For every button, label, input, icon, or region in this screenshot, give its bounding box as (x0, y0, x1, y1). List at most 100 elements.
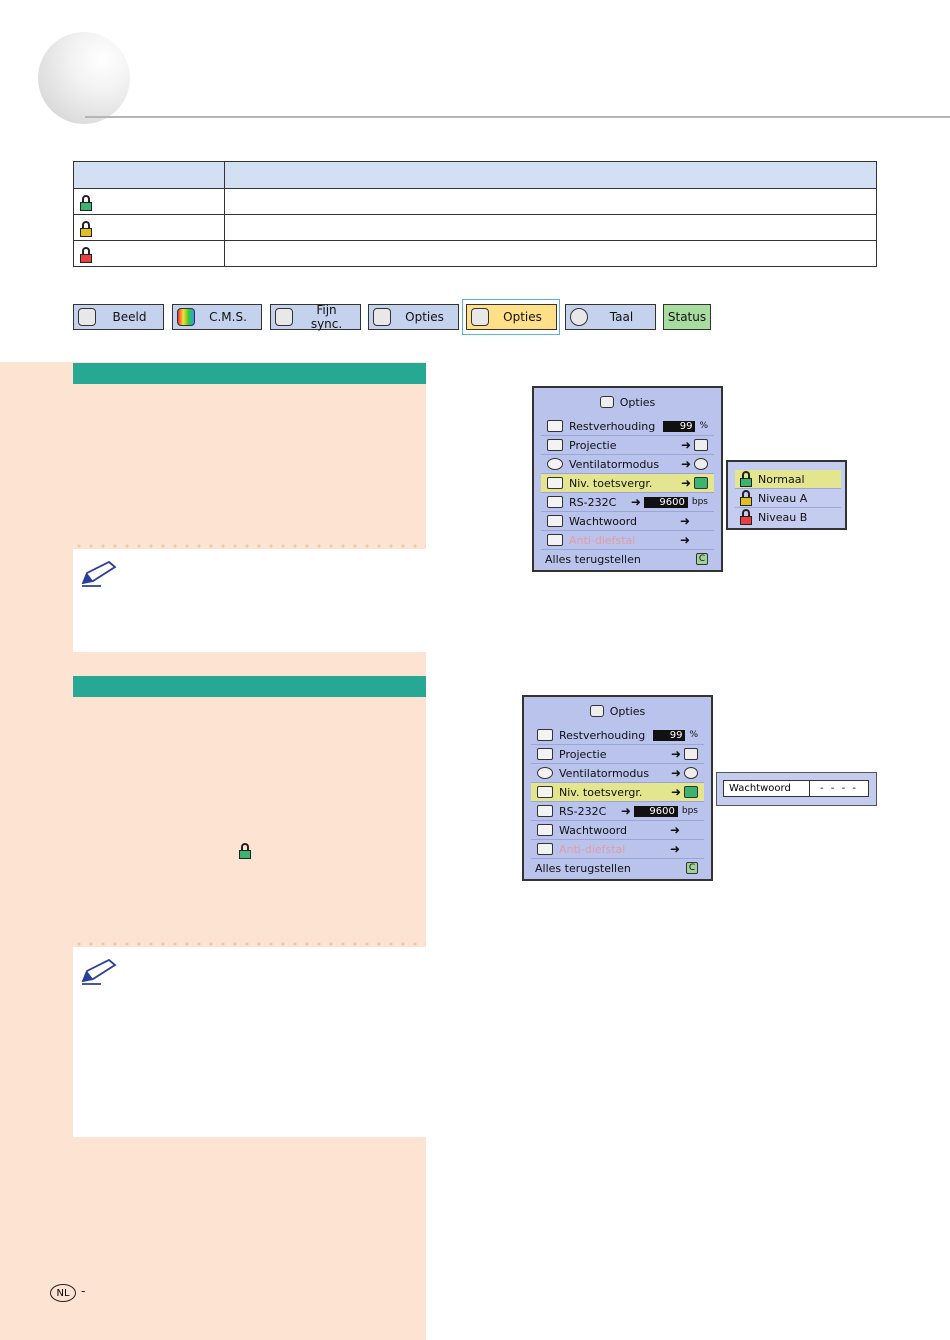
tab-status[interactable]: Status (663, 304, 711, 330)
section-bar-1 (73, 363, 426, 384)
osd-item-wachtwoord[interactable]: Wachtwoord ➜ (531, 821, 704, 840)
table-header-row (73, 161, 877, 189)
password-field[interactable]: Wachtwoord - - - - (723, 780, 869, 797)
projection-icon (537, 748, 553, 760)
arrow-right-icon: ➜ (630, 495, 641, 509)
osd-item-niv-toetsvergr[interactable]: Niv. toetsvergr. ➜ (531, 783, 704, 802)
lock-green-icon (694, 477, 708, 489)
tab-label: Opties (405, 310, 444, 324)
table-row (73, 214, 877, 241)
tab-cms[interactable]: C.M.S. (172, 304, 262, 330)
osd-item-anti-diefstal: Anti-diefstal ➜ (531, 840, 704, 859)
tab-opties[interactable]: Opties (368, 304, 459, 330)
timer-icon (537, 729, 553, 741)
projection-mode-icon (694, 439, 708, 451)
password-value: - - - - (820, 783, 858, 794)
arrow-right-icon: ➜ (669, 823, 680, 837)
monitor-icon (78, 308, 96, 326)
arrow-right-icon: ➜ (680, 476, 691, 490)
note-box-2 (73, 947, 426, 1137)
arrow-right-icon: ➜ (670, 785, 681, 799)
osd-item-restverhouding[interactable]: Restverhouding 99 % (541, 417, 714, 436)
header-rule (85, 116, 950, 118)
arrow-right-icon: ➜ (669, 842, 680, 856)
fan-mode-icon (684, 767, 698, 779)
tab-label: Fijn sync. (310, 303, 343, 331)
lock-green-icon (239, 843, 251, 859)
osd-title: Opties (534, 394, 721, 410)
language-badge: NL (50, 1284, 76, 1302)
osd-item-rs232c[interactable]: RS-232C ➜ 9600 bps (541, 493, 714, 512)
osd-item-list: Restverhouding 99 % Projectie ➜ Ventilat… (541, 417, 714, 568)
section-bar-2 (73, 676, 426, 697)
popup-option-niveau-a[interactable]: Niveau A (735, 489, 841, 508)
tab-label: Taal (609, 310, 634, 324)
active-tab-frame (462, 299, 560, 335)
speech-bubble-icon (570, 308, 588, 326)
pencil-note-icon (81, 560, 117, 587)
osd-item-ventilatormodus[interactable]: Ventilatormodus ➜ (541, 455, 714, 474)
dotted-divider (73, 543, 426, 549)
password-label: Wachtwoord (724, 781, 810, 796)
lock-level-popup: Normaal Niveau A Niveau B (726, 460, 847, 530)
osd-options-menu-2: Opties Restverhouding 99 % Projectie ➜ V… (522, 695, 713, 881)
value-box: 99 (663, 420, 696, 432)
table-row (73, 240, 877, 267)
c-button-icon: C (696, 553, 708, 565)
tab-taal[interactable]: Taal (565, 304, 656, 330)
arrow-right-icon: ➜ (680, 438, 691, 452)
tab-label: C.M.S. (209, 310, 247, 324)
key-icon (547, 515, 563, 527)
lock-level-table (73, 161, 877, 267)
waveform-icon (275, 308, 293, 326)
osd-item-list: Restverhouding 99 % Projectie ➜ Ventilat… (531, 726, 704, 877)
lock-green-icon (80, 194, 92, 211)
tab-label: Opties (503, 310, 542, 324)
arrow-right-icon: ➜ (679, 533, 690, 547)
osd-item-restverhouding[interactable]: Restverhouding 99 % (531, 726, 704, 745)
tab-beeld[interactable]: Beeld (73, 304, 164, 330)
arrow-right-icon: ➜ (670, 747, 681, 761)
options-box-icon (471, 308, 489, 326)
left-content-column (0, 362, 426, 1340)
options-box-icon (599, 396, 614, 408)
osd-item-rs232c[interactable]: RS-232C ➜ 9600 bps (531, 802, 704, 821)
osd-item-projectie[interactable]: Projectie ➜ (541, 436, 714, 455)
osd-item-niv-toetsvergr[interactable]: Niv. toetsvergr. ➜ (541, 474, 714, 493)
projection-mode-icon (684, 748, 698, 760)
tab-opties-active[interactable]: Opties (466, 304, 557, 330)
lock-green-icon (684, 786, 698, 798)
lock-yellow-icon (740, 490, 752, 506)
serial-port-icon (547, 496, 563, 508)
popup-option-normaal[interactable]: Normaal (735, 470, 841, 489)
table-row (73, 188, 877, 215)
osd-item-anti-diefstal: Anti-diefstal ➜ (541, 531, 714, 550)
options-box-icon (589, 705, 604, 717)
value-box: 9600 (633, 805, 678, 817)
tab-fijn-sync[interactable]: Fijn sync. (270, 303, 361, 331)
osd-item-projectie[interactable]: Projectie ➜ (531, 745, 704, 764)
projection-icon (547, 439, 563, 451)
arrow-right-icon: ➜ (620, 804, 631, 818)
osd-item-wachtwoord[interactable]: Wachtwoord ➜ (541, 512, 714, 531)
key-icon (537, 824, 553, 836)
arrow-right-icon: ➜ (679, 514, 690, 528)
popup-option-niveau-b[interactable]: Niveau B (735, 508, 841, 526)
c-button-icon: C (686, 862, 698, 874)
fan-icon (537, 767, 553, 779)
osd-item-ventilatormodus[interactable]: Ventilatormodus ➜ (531, 764, 704, 783)
fan-icon (547, 458, 563, 470)
lock-icon (537, 786, 553, 798)
lock-green-icon (740, 471, 752, 487)
password-dialog: Wachtwoord - - - - (716, 772, 877, 806)
page-number-dash: - (81, 1284, 86, 1298)
tab-label: Beeld (112, 310, 147, 324)
tab-label: Status (667, 310, 707, 324)
arrow-right-icon: ➜ (670, 766, 681, 780)
lock-yellow-icon (80, 220, 92, 237)
timer-icon (547, 420, 563, 432)
osd-item-alles-terugstellen[interactable]: Alles terugstellen C (531, 859, 704, 877)
osd-title: Opties (524, 703, 711, 719)
osd-item-alles-terugstellen[interactable]: Alles terugstellen C (541, 550, 714, 568)
lock-red-icon (80, 246, 92, 263)
